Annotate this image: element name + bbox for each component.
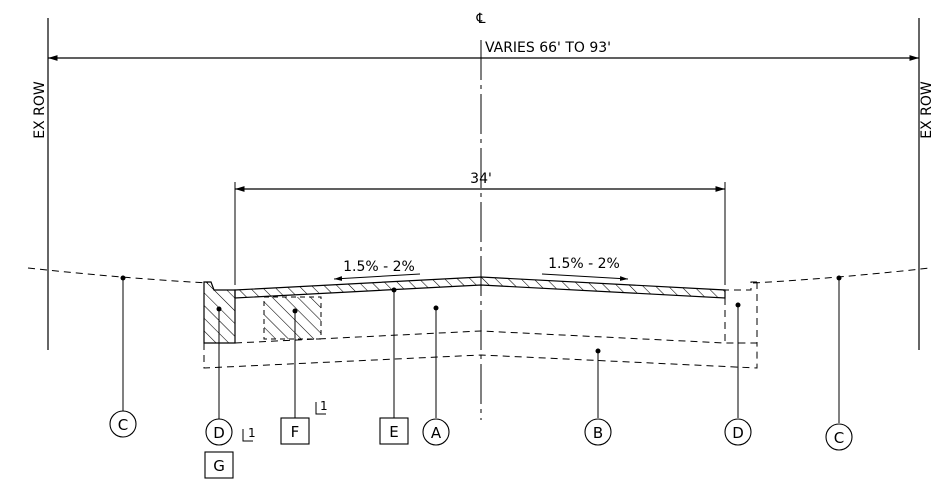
leader-dots xyxy=(120,275,842,354)
svg-text:D: D xyxy=(213,424,225,442)
svg-text:D: D xyxy=(732,424,744,442)
callout-f: F xyxy=(280,417,310,445)
subsurface-block xyxy=(263,296,322,340)
svg-text:A: A xyxy=(431,424,442,442)
callout-d-left: D xyxy=(205,418,233,446)
note-flag-g: 1 xyxy=(242,426,256,442)
callout-c-left: C xyxy=(109,410,137,438)
svg-text:1: 1 xyxy=(248,426,256,440)
svg-text:E: E xyxy=(389,423,398,441)
row-dimension-text: VARIES 66' TO 93' xyxy=(485,40,611,56)
svg-text:B: B xyxy=(593,424,603,442)
slope-arrow-right xyxy=(541,273,629,281)
svg-text:1: 1 xyxy=(320,399,328,413)
callout-c-right: C xyxy=(825,423,853,451)
svg-text:C: C xyxy=(118,416,128,434)
callout-g: G xyxy=(204,451,234,479)
ground-line-left xyxy=(27,267,209,284)
curb-right xyxy=(724,281,758,343)
row-label-left: EX ROW xyxy=(32,81,48,139)
note-flag-f: 1 xyxy=(315,399,328,415)
centerline-symbol: ℄ xyxy=(476,11,486,27)
svg-text:C: C xyxy=(834,429,844,447)
pavement-surface xyxy=(234,276,726,299)
svg-text:G: G xyxy=(213,457,225,475)
slope-text-left: 1.5% - 2% xyxy=(343,259,415,275)
slope-arrow-left xyxy=(333,273,421,281)
svg-text:F: F xyxy=(291,423,300,441)
callout-b: B xyxy=(584,418,612,446)
leader-lines xyxy=(122,278,840,423)
slope-text-right: 1.5% - 2% xyxy=(548,256,620,272)
row-label-right: EX ROW xyxy=(919,81,931,139)
callout-d-right: D xyxy=(724,418,752,446)
pavement-dimension-text: 34' xyxy=(470,171,492,187)
callout-a: A xyxy=(422,418,450,446)
ground-line-right xyxy=(752,267,931,284)
callout-e: E xyxy=(379,417,409,445)
base-line-upper xyxy=(234,330,757,344)
base-line-lower xyxy=(203,343,758,369)
